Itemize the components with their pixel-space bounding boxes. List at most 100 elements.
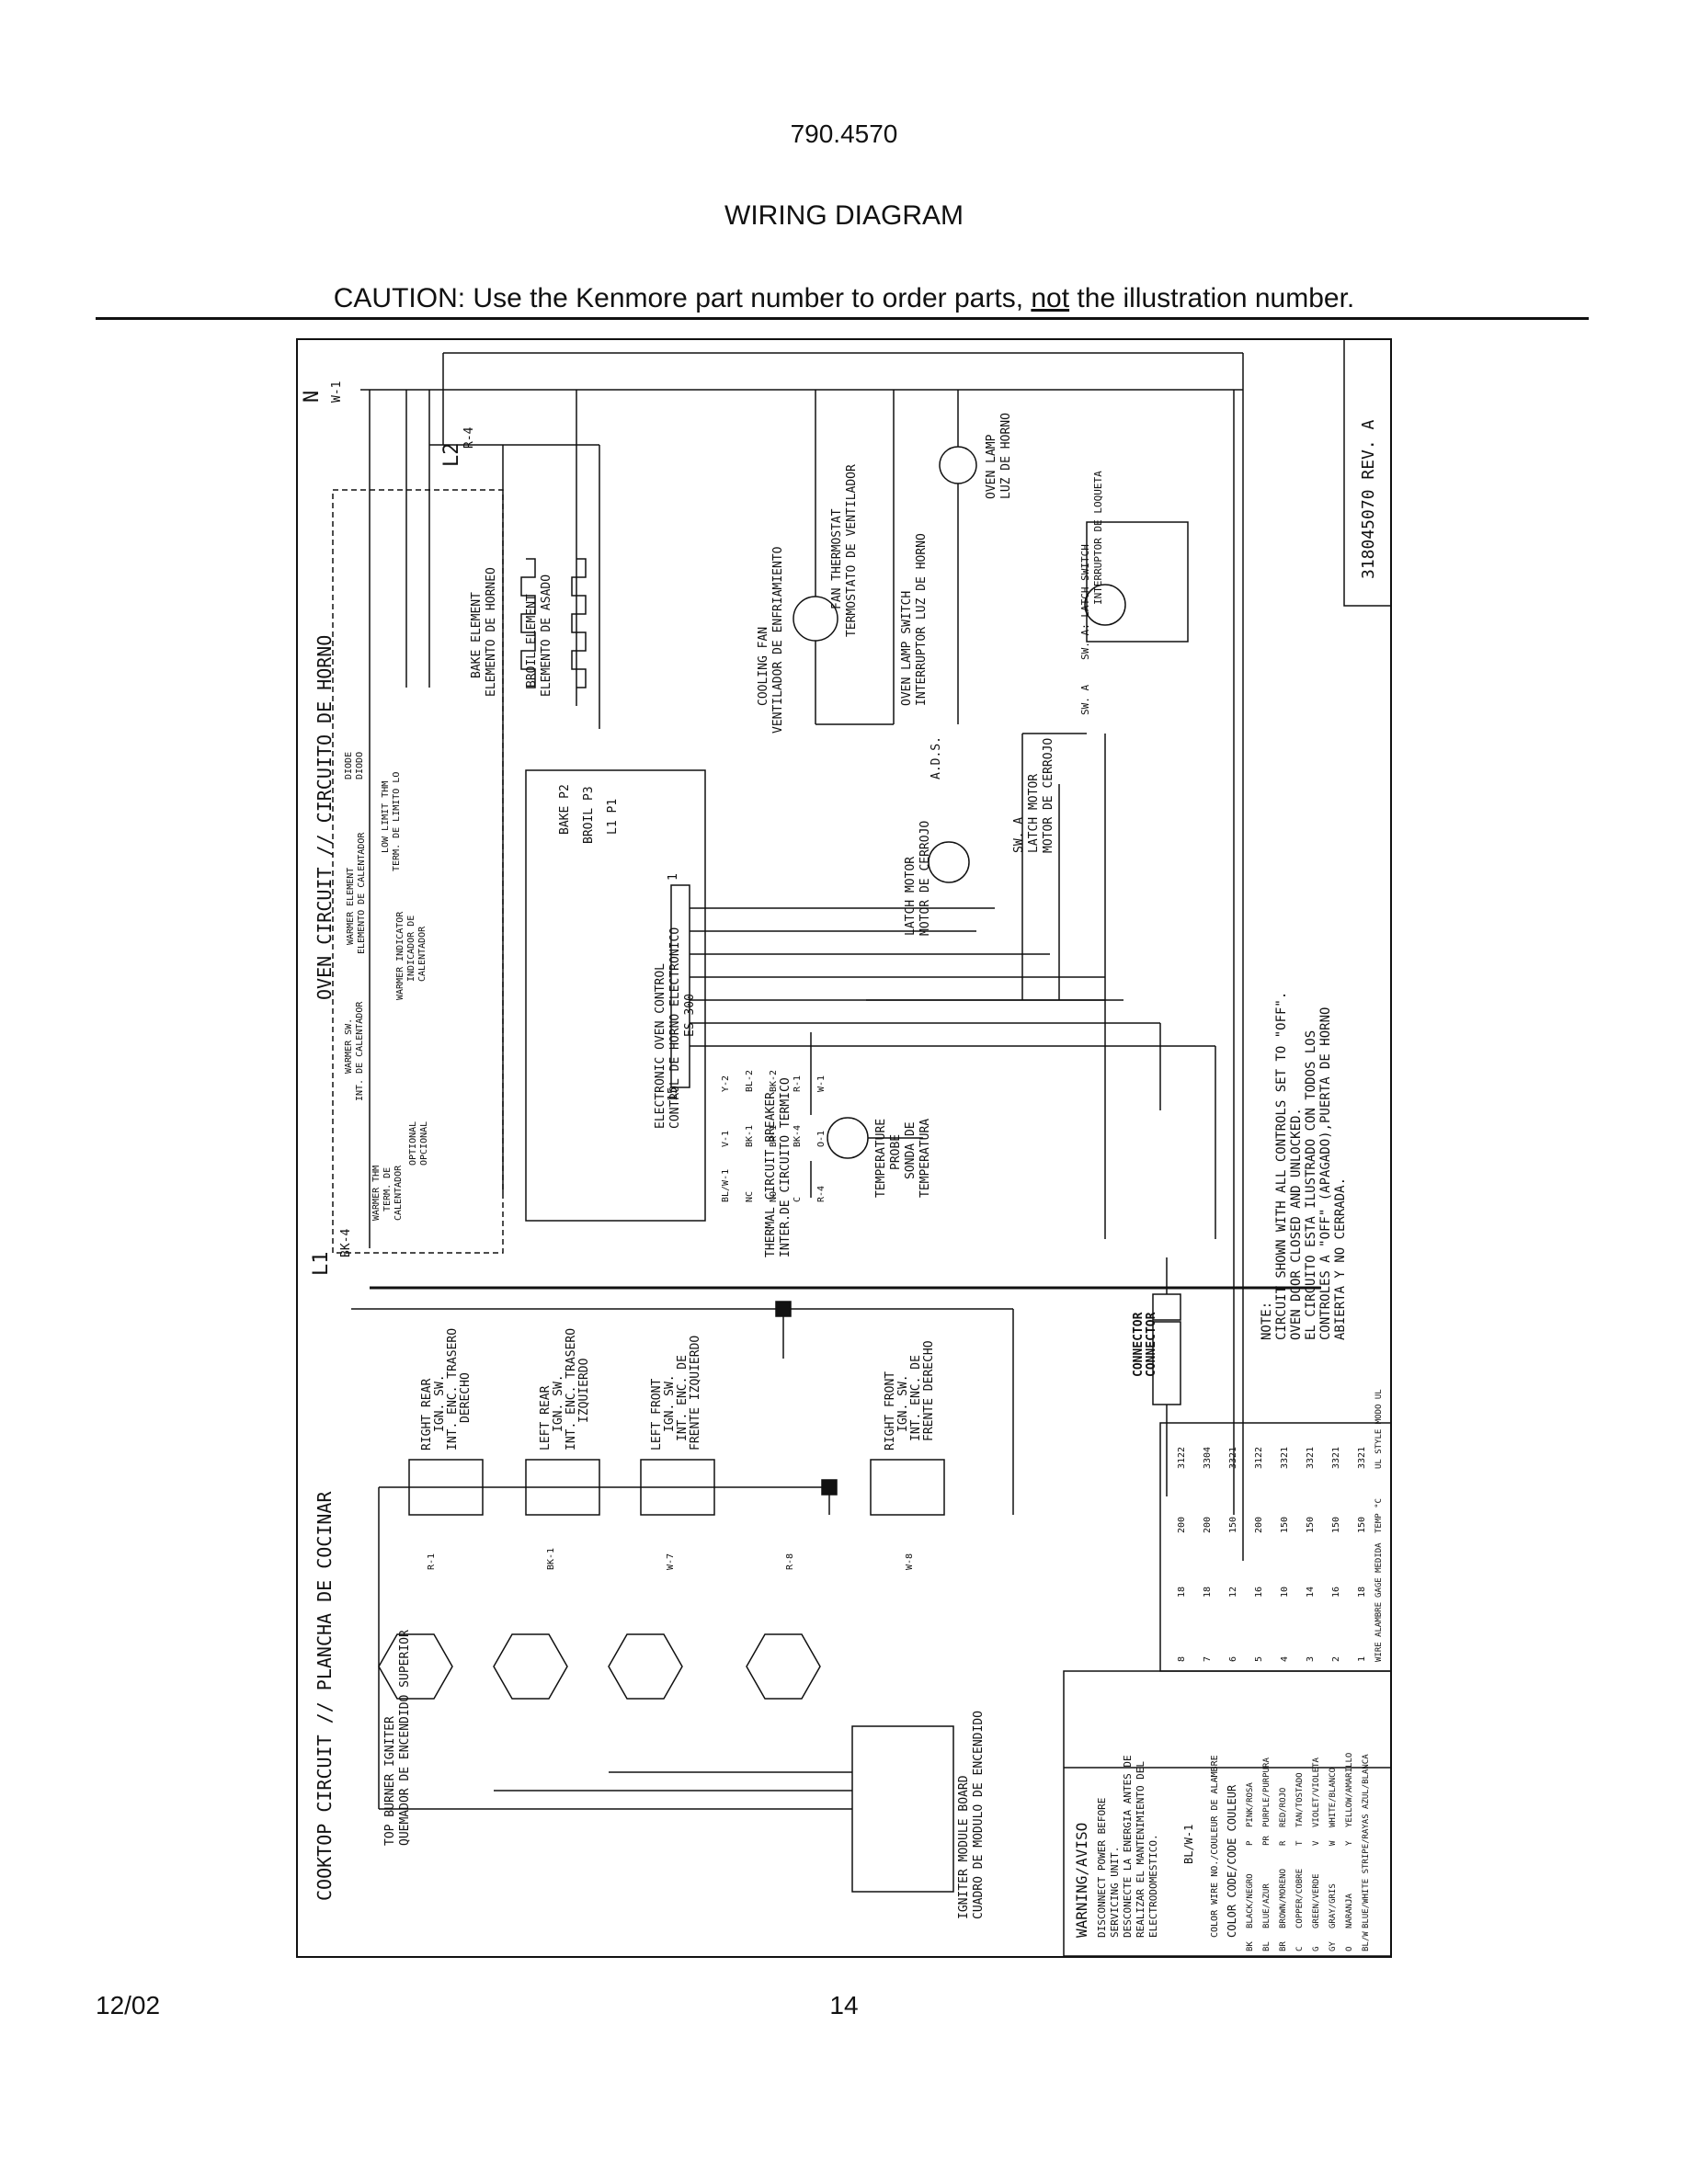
latch-switch-label-es: INTERRUPTOR DE LOQUETA bbox=[1092, 471, 1104, 605]
wire-table-cell: 150 bbox=[1357, 1517, 1367, 1533]
color-code-name: BLACK/NEGRO bbox=[1246, 1873, 1255, 1928]
oven-lamp-switch-label-es: INTERRUPTOR LUZ DE HORNO bbox=[915, 533, 929, 706]
wire-table-cell: 6 bbox=[1228, 1656, 1238, 1662]
left-rear-ign-switch bbox=[525, 1459, 600, 1516]
latch-motor2-label: LATCH MOTOR bbox=[1027, 774, 1041, 853]
note-title: NOTE: bbox=[1260, 1302, 1274, 1340]
color-code-name-2: PURPLE/PURPURA bbox=[1262, 1757, 1272, 1827]
color-code-table: BKBLACK/NEGROPPINK/ROSABLBLUE/AZURPRPURP… bbox=[1246, 1753, 1371, 1951]
wire-table-cell: 16 bbox=[1254, 1587, 1264, 1598]
wire-table-cell: 150 bbox=[1331, 1517, 1341, 1533]
oven-control-box bbox=[525, 769, 706, 1222]
right-front-label-4: FRENTE DERECHO bbox=[922, 1340, 936, 1441]
warmer-thm-label-2: TERM. DE bbox=[382, 1167, 393, 1211]
caution-emphasis: not bbox=[1031, 283, 1070, 313]
right-front-label-2: IGN. SW. bbox=[896, 1374, 910, 1432]
label-n-wire: W-1 bbox=[330, 381, 344, 403]
bake-element-label-es: ELEMENTO DE HORNEO bbox=[485, 567, 498, 697]
wire-table-cell: 18 bbox=[1357, 1587, 1367, 1598]
connector-label: CONNECTOR bbox=[1132, 1312, 1146, 1377]
doc-number-box bbox=[1343, 338, 1392, 607]
bake-element-coil bbox=[520, 558, 536, 688]
left-rear-label-3: INT. ENC. TRASERO bbox=[565, 1328, 578, 1450]
label-l2: L2 bbox=[440, 443, 463, 468]
color-key-caption: COLOR WIRE NO./COULEUR DE ALAMBRE bbox=[1210, 1755, 1220, 1938]
wire-table-cell: 18 bbox=[1177, 1587, 1187, 1598]
color-code-name: BLUE/AZUR bbox=[1262, 1883, 1272, 1928]
diode-label-es: DIODO bbox=[355, 752, 365, 779]
wire-tag: Y-2 bbox=[721, 1075, 731, 1092]
fan-thermostat-label: FAN THERMOSTAT bbox=[830, 508, 844, 609]
wire-table-cell: 3122 bbox=[1177, 1447, 1187, 1469]
latch-motor2-sw: SW. A bbox=[1012, 817, 1026, 853]
color-code-abbr-2: R bbox=[1279, 1840, 1288, 1846]
color-code-abbr: BR bbox=[1279, 1941, 1288, 1951]
latch-motor-label-es: MOTOR DE CERROJO bbox=[918, 821, 932, 936]
low-limit-label-es: TERM. DE LIMITO LO bbox=[392, 772, 402, 871]
color-code-name-2: WHITE/BLANCO bbox=[1329, 1768, 1338, 1827]
diagram-text: 318045070 REV. A OVEN CIRCUIT // CIRCUIT… bbox=[301, 381, 1378, 1938]
bake-element-label: BAKE ELEMENT bbox=[470, 592, 484, 678]
left-front-label: LEFT FRONT bbox=[650, 1379, 664, 1450]
color-code-name-2: PINK/ROSA bbox=[1246, 1782, 1255, 1827]
wire-table-cell: 2 bbox=[1331, 1656, 1341, 1662]
note-line-1: CIRCUIT SHOWN WITH ALL CONTROLS SET TO "… bbox=[1274, 992, 1289, 1340]
right-rear-label-2: IGN. SW. bbox=[433, 1374, 447, 1432]
warning-line-2: SERVICING UNIT. bbox=[1109, 1847, 1121, 1938]
page-number: 14 bbox=[829, 1991, 859, 2019]
oven-control-label-es: CONTROL DE HORNO ELECTRONICO bbox=[668, 927, 682, 1129]
wire-table-cell: 200 bbox=[1203, 1517, 1213, 1533]
left-front-ign-switch bbox=[640, 1459, 715, 1516]
warning-line-5: ELECTRODOMESTICO. bbox=[1147, 1834, 1159, 1938]
wire-table-cell: 10 bbox=[1280, 1587, 1290, 1598]
warning-line-4: REALIZAR EL MANTENIMIENTO DEL bbox=[1135, 1761, 1146, 1938]
right-rear-ign-switch bbox=[408, 1459, 484, 1516]
warning-title: WARNING/AVISO bbox=[1073, 1823, 1090, 1938]
wire-table-cell: 8 bbox=[1177, 1656, 1187, 1662]
wire-table-cell: 200 bbox=[1254, 1517, 1264, 1533]
color-key-sample: BL/W-1 bbox=[1182, 1825, 1195, 1864]
node-bottom bbox=[821, 1479, 838, 1496]
note-line-5: ABIERTA Y NO CERRADA. bbox=[1333, 1177, 1348, 1340]
broil-element-coil bbox=[571, 558, 587, 688]
color-code-name: BROWN/MORENO bbox=[1279, 1869, 1288, 1928]
model-number: 790.4570 bbox=[790, 119, 898, 148]
wire-table-header: GAGE MEDIDA bbox=[1374, 1542, 1384, 1598]
probe-label-2: PROBE bbox=[889, 1134, 903, 1170]
wire-tag: NC bbox=[745, 1191, 755, 1202]
wire-table-cell: 18 bbox=[1203, 1587, 1213, 1598]
low-limit-label: LOW LIMIT THM bbox=[381, 781, 391, 853]
wire-table-cell: 12 bbox=[1228, 1587, 1238, 1598]
wire-table-cell: 16 bbox=[1331, 1587, 1341, 1598]
cooktop-wire-tag: R-8 bbox=[785, 1553, 795, 1570]
oven-lamp-bulb bbox=[939, 446, 977, 484]
latch-motor-right bbox=[1084, 584, 1126, 626]
thermal-breaker-label: THERMAL CIRCUIT BREAKER bbox=[764, 1092, 778, 1257]
warmer-indicator-label-2: INDICADOR DE bbox=[406, 916, 416, 982]
thermal-breaker-label-es: INTER.DE CIRCUITO TERMICO bbox=[779, 1077, 793, 1257]
color-code-abbr-2: Y bbox=[1345, 1840, 1354, 1846]
wiring-diagram: 318045070 REV. A OVEN CIRCUIT // CIRCUIT… bbox=[296, 338, 1392, 1958]
color-code-abbr: GY bbox=[1329, 1941, 1338, 1951]
wire-table-header: UL STYLE MODO UL bbox=[1374, 1389, 1384, 1469]
caution-prefix: CAUTION: Use the Kenmore part number to … bbox=[333, 283, 1032, 313]
pin-last: 15 bbox=[667, 1086, 680, 1101]
warmer-sw-label: WARMER SW. bbox=[344, 1018, 354, 1074]
wire-table-cell: 14 bbox=[1306, 1587, 1316, 1598]
wire-tag: BK-1 bbox=[745, 1125, 755, 1147]
broil-element-label: BROIL ELEMENT bbox=[525, 594, 539, 688]
wire-tag: W-1 bbox=[816, 1075, 827, 1092]
probe-label-1: TEMPERATURE bbox=[874, 1119, 888, 1198]
wire-tag: NO bbox=[769, 1191, 779, 1202]
right-front-ign-switch bbox=[870, 1459, 945, 1516]
color-code-abbr-2: T bbox=[1295, 1840, 1305, 1846]
warmer-element-label: WARMER ELEMENT bbox=[346, 868, 356, 945]
left-front-label-4: FRENTE IZQUIERDO bbox=[689, 1336, 702, 1450]
igniter-symbols bbox=[378, 1633, 821, 1700]
wire-table-cell: 200 bbox=[1177, 1517, 1187, 1533]
wire-tag: C bbox=[793, 1197, 803, 1202]
wire-table-cell: 150 bbox=[1280, 1517, 1290, 1533]
left-rear-label-4: IZQUIERDO bbox=[577, 1358, 591, 1423]
latch-switch-body bbox=[1086, 521, 1189, 643]
